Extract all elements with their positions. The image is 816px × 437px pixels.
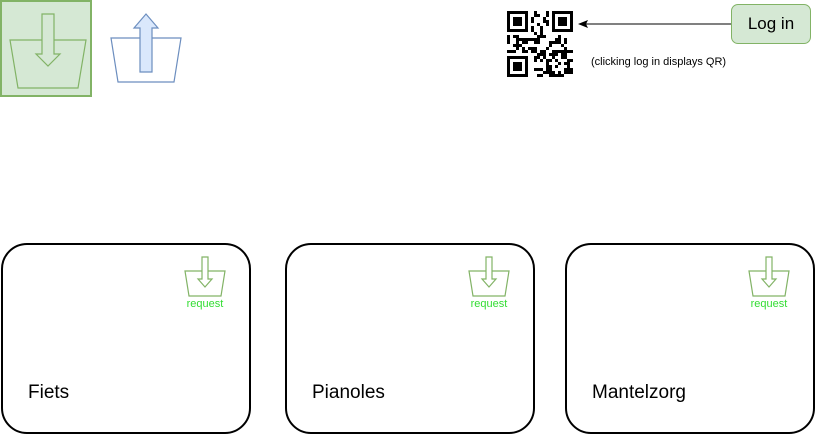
basket-down-arrow-icon: [184, 256, 226, 297]
basket-down-arrow-icon: [468, 256, 510, 297]
login-to-qr-arrow: [578, 20, 731, 28]
category-card-mantelzorg[interactable]: request Mantelzorg: [565, 243, 815, 434]
basket-down-arrow-icon: [748, 256, 790, 297]
send-tile[interactable]: [106, 10, 186, 90]
request-label: request: [186, 298, 224, 310]
basket-down-arrow-icon: [9, 13, 87, 89]
qr-code-icon: [507, 11, 573, 77]
request-label: request: [470, 298, 508, 310]
request-button[interactable]: request: [747, 255, 791, 311]
basket-up-arrow-icon: [110, 13, 182, 83]
qr-note: (clicking log in displays QR): [591, 56, 727, 68]
request-button[interactable]: request: [467, 255, 511, 311]
request-button[interactable]: request: [183, 255, 227, 311]
request-tile[interactable]: [0, 0, 92, 97]
card-title: Fiets: [28, 382, 70, 403]
login-button[interactable]: Log in: [731, 4, 811, 44]
category-card-fiets[interactable]: request Fiets: [1, 243, 251, 434]
category-card-pianoles[interactable]: request Pianoles: [285, 243, 535, 434]
card-title: Mantelzorg: [592, 382, 686, 403]
card-title: Pianoles: [312, 382, 385, 403]
request-label: request: [750, 298, 788, 310]
